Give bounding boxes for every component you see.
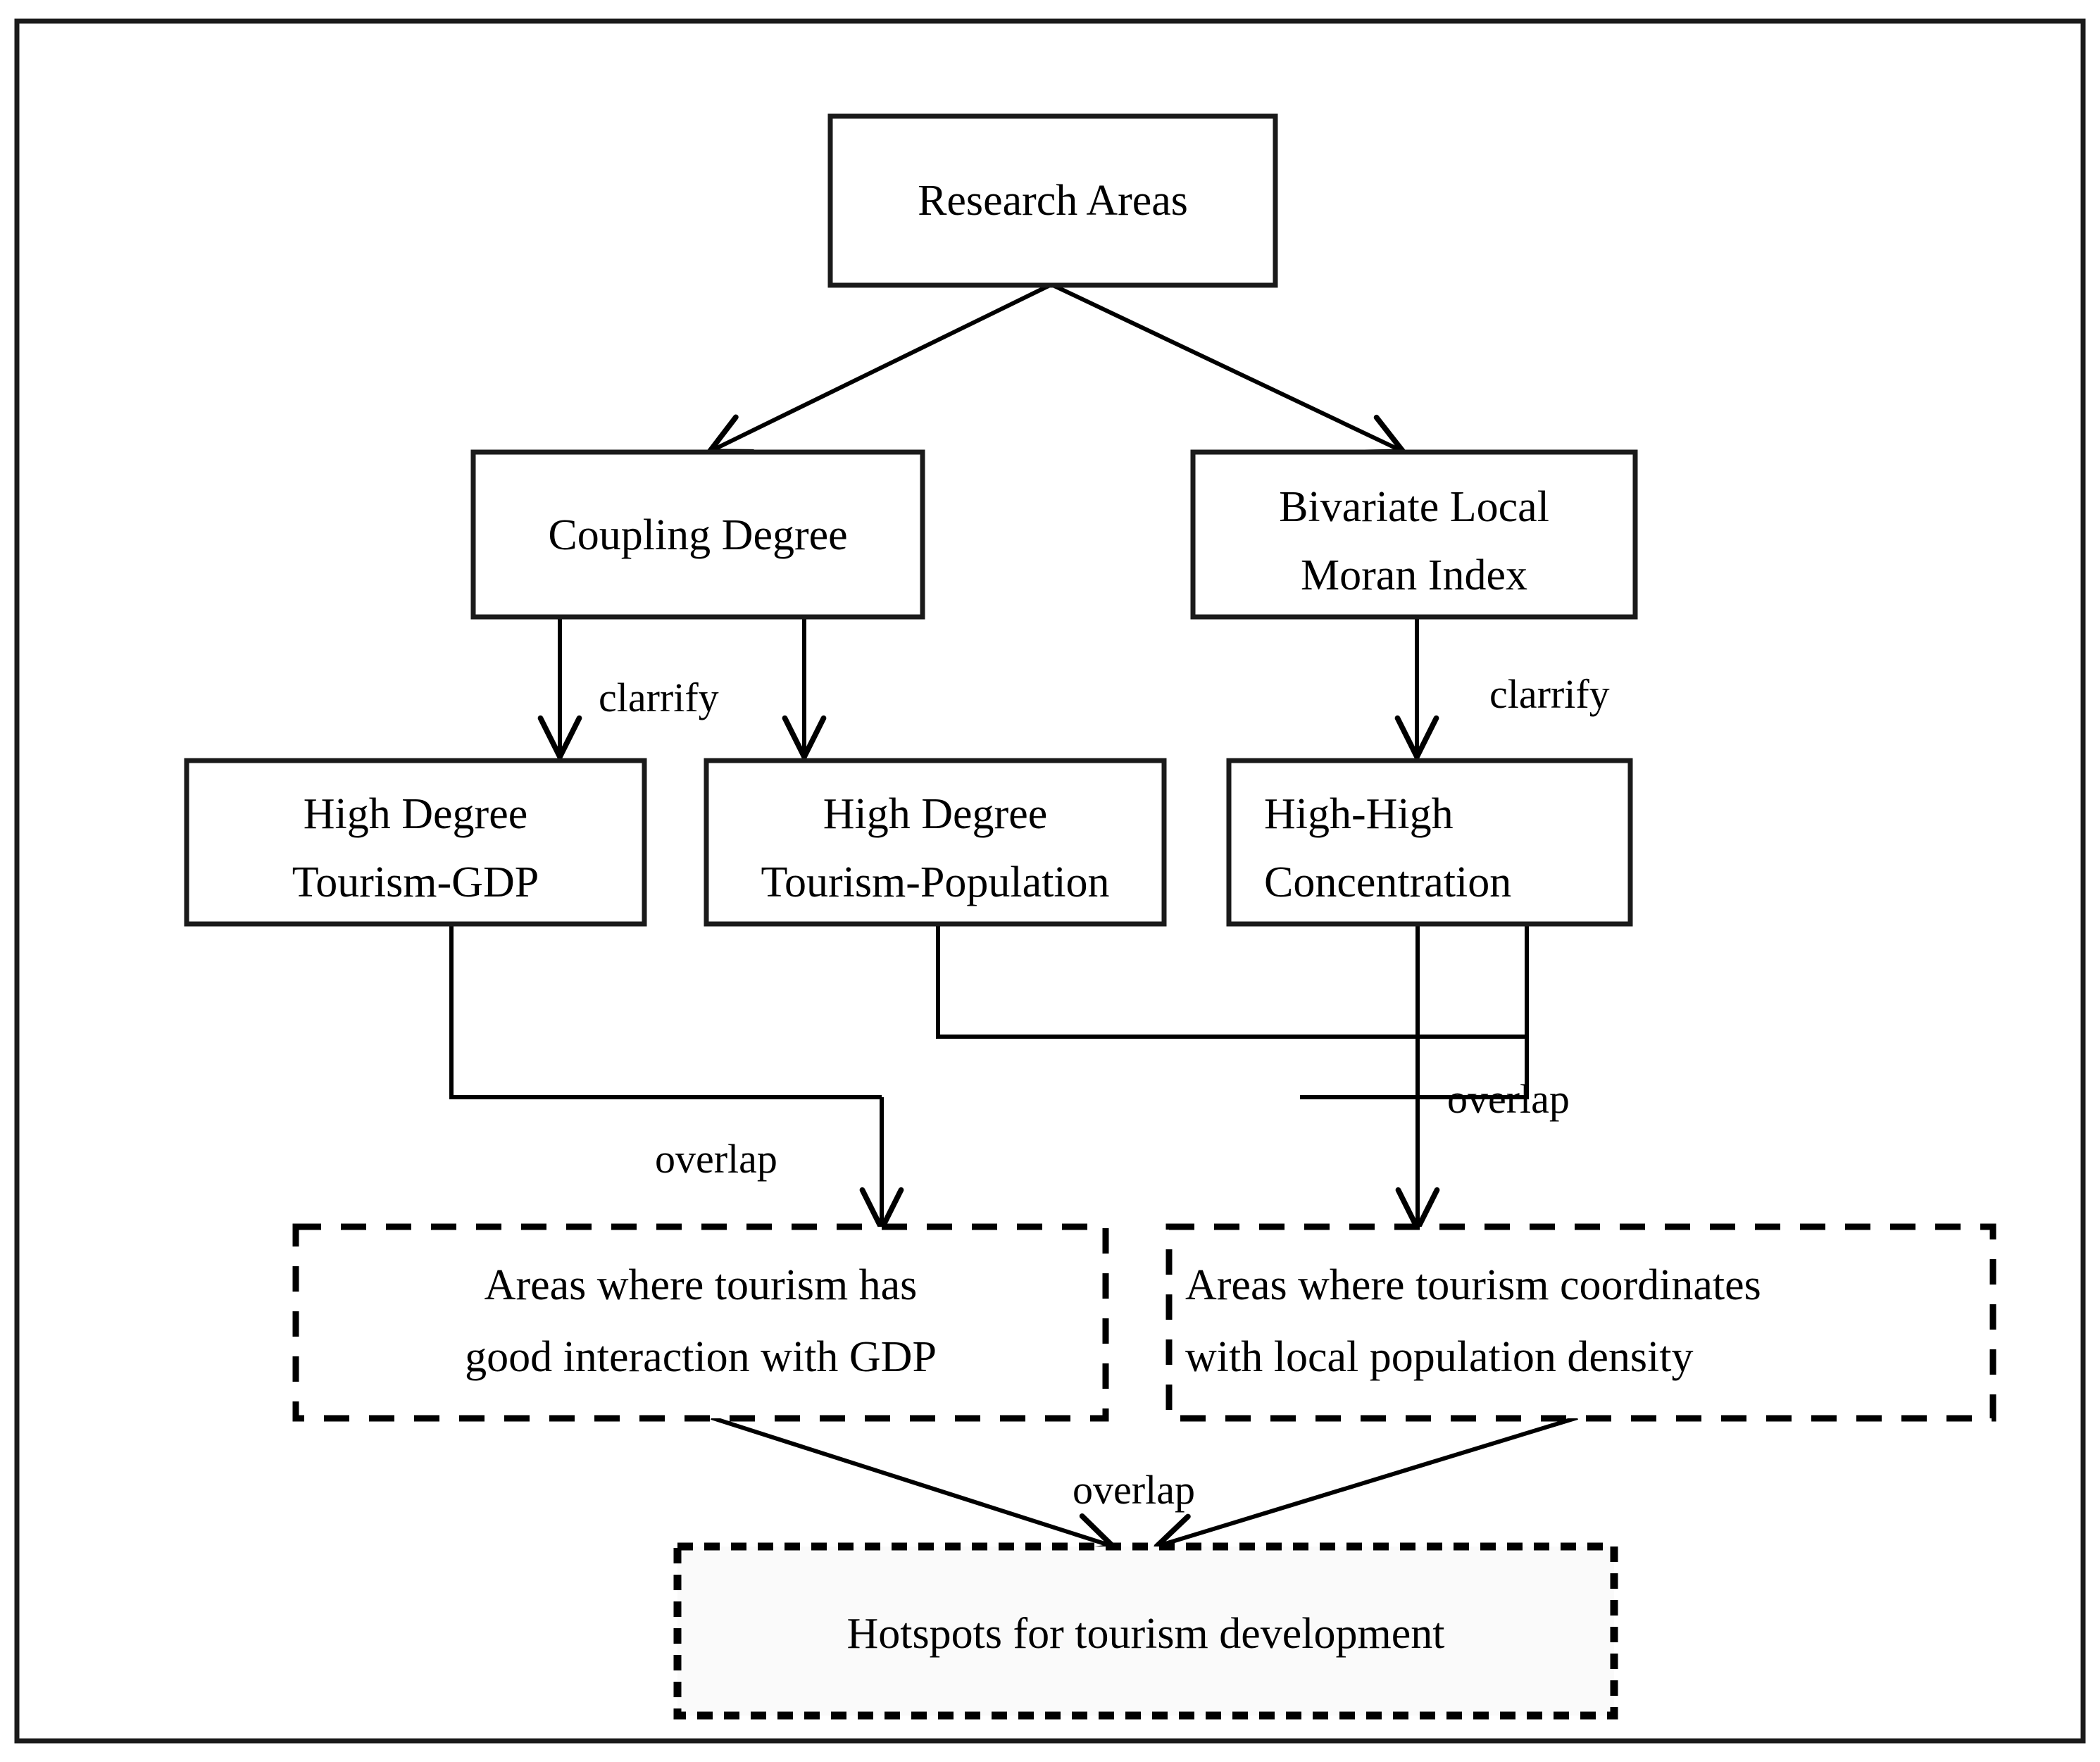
- node-bivariate-local-moran-index-line-1: Moran Index: [1301, 551, 1527, 599]
- edge-research-to-moran: [1050, 282, 1406, 456]
- edge-high-high-to-merge: [1300, 924, 1529, 1099]
- node-high-high-concentration-box: [1226, 758, 1633, 927]
- node-high-degree-tourism-population-line-0: High Degree: [823, 790, 1047, 838]
- node-areas-good-interaction-gdp-line-1: good interaction with GDP: [465, 1333, 937, 1381]
- node-areas-coordinates-population-density-line-1: with local population density: [1185, 1333, 1694, 1381]
- node-bivariate-local-moran-index[interactable]: Bivariate Local Moran Index: [1190, 449, 1638, 620]
- node-areas-coordinates-population-density-box: [1165, 1223, 1996, 1422]
- node-research-areas-box: [827, 113, 1278, 288]
- edge-good-interaction-to-hotspots: [711, 1416, 1116, 1556]
- node-areas-coordinates-population-density-line-0: Areas where tourism coordinates: [1185, 1261, 1761, 1309]
- edge-label-overlap-bottom: overlap: [1073, 1467, 1195, 1513]
- edge-label-overlap-left: overlap: [655, 1136, 777, 1182]
- node-high-high-concentration-line-0: High-High: [1264, 790, 1454, 838]
- node-coupling-degree-line-0: Coupling Degree: [548, 511, 847, 559]
- node-coupling-degree-box: [470, 449, 925, 620]
- node-high-degree-tourism-population-box: [704, 758, 1167, 927]
- node-research-areas[interactable]: Research Areas: [827, 113, 1278, 288]
- edge-label-overlap-right: overlap: [1447, 1076, 1570, 1122]
- node-hotspots-tourism-development-box: [673, 1542, 1618, 1720]
- node-high-degree-tourism-gdp[interactable]: High Degree Tourism-GDP: [184, 758, 647, 927]
- edge-research-to-coupling: [706, 282, 1053, 455]
- node-areas-good-interaction-gdp[interactable]: Areas where tourism has good interaction…: [292, 1223, 1109, 1422]
- node-high-degree-tourism-gdp-line-1: Tourism-GDP: [292, 858, 539, 906]
- node-high-degree-tourism-gdp-line-0: High Degree: [304, 790, 527, 838]
- node-research-areas-line-0: Research Areas: [918, 177, 1188, 225]
- node-areas-coordinates-population-density[interactable]: Areas where tourism coordinates with loc…: [1165, 1223, 1996, 1422]
- node-high-degree-tourism-population-line-1: Tourism-Population: [761, 858, 1109, 906]
- node-coupling-degree[interactable]: Coupling Degree: [470, 449, 925, 620]
- node-bivariate-local-moran-index-line-0: Bivariate Local: [1279, 483, 1549, 531]
- node-areas-good-interaction-gdp-box: [292, 1223, 1109, 1422]
- edge-tourism-gdp-to-good-interaction: [449, 924, 882, 1099]
- node-high-degree-tourism-population[interactable]: High Degree Tourism-Population: [704, 758, 1167, 927]
- edge-coordinates-to-hotspots: [1154, 1416, 1578, 1556]
- edge-tourism-population-to-merge: [936, 924, 1527, 1039]
- node-high-degree-tourism-gdp-box: [184, 758, 647, 927]
- node-hotspots-tourism-development-line-0: Hotspots for tourism development: [847, 1610, 1445, 1658]
- node-bivariate-local-moran-index-box: [1190, 449, 1638, 620]
- node-areas-good-interaction-gdp-line-0: Areas where tourism has: [485, 1261, 918, 1309]
- node-high-high-concentration[interactable]: High-High Concentration: [1226, 758, 1633, 927]
- node-high-high-concentration-line-1: Concentration: [1264, 858, 1511, 906]
- node-hotspots-tourism-development[interactable]: Hotspots for tourism development: [673, 1542, 1618, 1720]
- edge-label-clarrify-left: clarrify: [599, 675, 719, 720]
- edge-label-clarrify-right: clarrify: [1489, 671, 1610, 717]
